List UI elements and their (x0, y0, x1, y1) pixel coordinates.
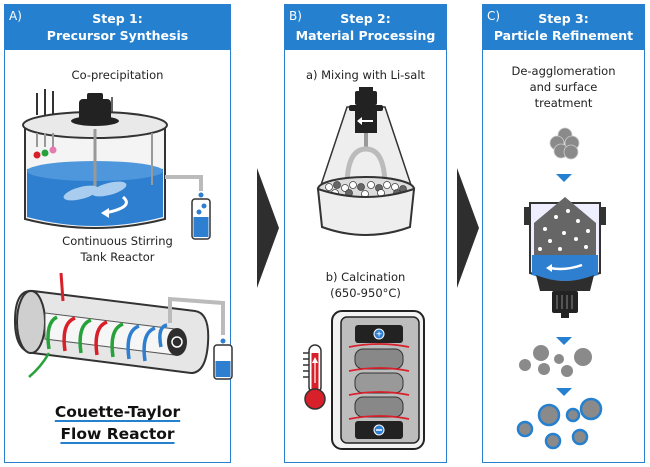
agglomerate-icon (549, 127, 580, 160)
step-arrow-2-to-3 (457, 168, 479, 288)
down-arrow-icon (556, 174, 572, 182)
refinement-label: De-agglomeration and surface treatment (483, 63, 644, 111)
ctfr-label: Couette-Taylor Flow Reactor (5, 401, 230, 445)
mixer-icon (316, 87, 416, 236)
step-arrow-1-to-2 (257, 168, 279, 288)
panel-letter: C) (487, 9, 501, 23)
title-line-1: Step 3: (538, 11, 589, 26)
title-line-1: Step 2: (340, 11, 391, 26)
panel-header: C) Step 3: Particle Refinement (483, 5, 644, 50)
couette-taylor-reactor-icon (13, 272, 233, 380)
panel-title: Step 1: Precursor Synthesis (5, 10, 230, 44)
title-line-2: Particle Refinement (493, 28, 634, 43)
coated-particles-icon (516, 397, 603, 450)
title-line-2: Precursor Synthesis (46, 28, 189, 43)
down-arrow-icon (556, 388, 572, 396)
panel-title: Step 3: Particle Refinement (483, 10, 644, 44)
panel-header: B) Step 2: Material Processing (285, 5, 446, 50)
calcination-furnace-icon: + (331, 310, 425, 450)
mixing-label: a) Mixing with Li-salt (305, 68, 426, 82)
ctfr-label-line-2: Flow Reactor (60, 425, 175, 443)
panel-letter: A) (9, 9, 22, 23)
panel-letter: B) (289, 9, 302, 23)
panel-step-1: A) Step 1: Precursor Synthesis Co-precip… (4, 4, 233, 463)
calcination-label-line-1: b) Calcination (325, 270, 406, 284)
svg-text:+: + (376, 330, 382, 341)
cstr-label-line-1: Continuous Stirring (62, 234, 173, 248)
refinement-label-line-2: and surface (529, 80, 598, 94)
cstr-label-line-2: Tank Reactor (80, 250, 155, 264)
panel-step-3: C) Step 3: Particle Refinement De-agglom… (482, 4, 645, 463)
panel-header: A) Step 1: Precursor Synthesis (5, 5, 230, 50)
co-precipitation-label: Co-precipitation (71, 68, 164, 82)
title-line-2: Material Processing (295, 28, 436, 43)
stirred-tank-reactor-icon (22, 89, 211, 240)
ctfr-label-line-1: Couette-Taylor (54, 403, 181, 421)
mill-icon (524, 197, 606, 318)
refinement-label-line-1: De-agglomeration (511, 64, 616, 78)
title-line-1: Step 1: (92, 11, 143, 26)
deagglomerated-particles-icon (519, 345, 592, 377)
panel-step-2: B) Step 2: Material Processing a) Mixing… (284, 4, 447, 463)
thermometer-icon (303, 344, 326, 410)
panel-title: Step 2: Material Processing (285, 10, 446, 44)
cstr-label: Continuous Stirring Tank Reactor (5, 233, 230, 265)
down-arrow-icon (556, 337, 572, 345)
calcination-label: b) Calcination (650-950°C) (285, 269, 446, 301)
calcination-label-line-2: (650-950°C) (330, 286, 401, 300)
refinement-label-line-3: treatment (534, 96, 593, 110)
